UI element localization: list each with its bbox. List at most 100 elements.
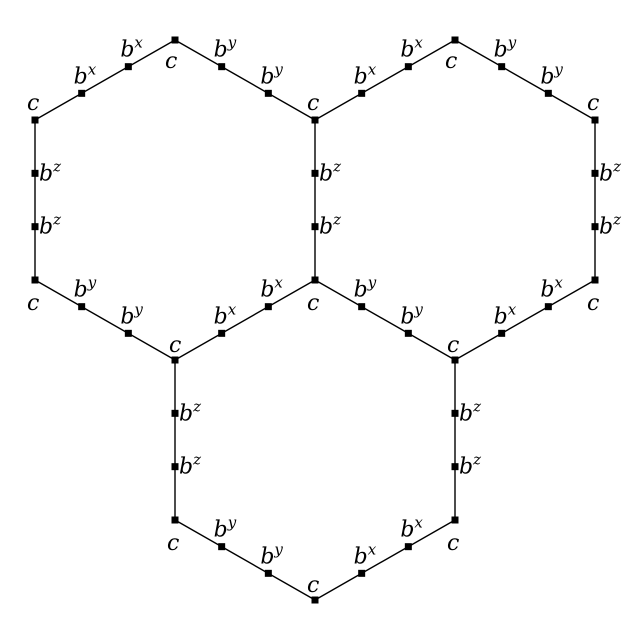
- bond-y-label: by: [260, 60, 283, 89]
- vertex-node: [311, 116, 319, 124]
- bond-z-node: [591, 223, 599, 231]
- bond-x-label: bx: [214, 300, 237, 329]
- bond-z-node: [591, 169, 599, 177]
- bond-y-node: [498, 63, 506, 71]
- bond-x-label: bx: [494, 300, 517, 329]
- bond-z-node: [451, 463, 459, 471]
- bond-y-label: by: [120, 300, 143, 329]
- bond-z-node: [311, 169, 319, 177]
- bond-x-node: [78, 89, 86, 97]
- vertex-node: [311, 596, 319, 604]
- bond-z-node: [311, 223, 319, 231]
- bond-z-node: [171, 463, 179, 471]
- bond-y-node: [78, 303, 86, 311]
- bond-x-node: [404, 543, 412, 551]
- bond-z-label: bz: [459, 451, 481, 480]
- bond-y-node: [124, 329, 132, 337]
- bond-x-node: [358, 89, 366, 97]
- bond-y-node: [218, 543, 226, 551]
- vertex-label: c: [167, 531, 179, 556]
- bond-y-label: by: [74, 274, 97, 303]
- vertex-node: [171, 36, 179, 44]
- vertex-node: [591, 276, 599, 284]
- bond-z-node: [171, 409, 179, 417]
- bond-x-edge: [314, 39, 456, 121]
- bond-z-label: bz: [39, 211, 61, 240]
- vertex-node: [171, 356, 179, 364]
- bond-z-label: bz: [599, 211, 621, 240]
- vertex-label: c: [27, 91, 39, 116]
- bond-x-node: [404, 63, 412, 71]
- bond-x-label: bx: [354, 60, 377, 89]
- bond-z-node: [31, 169, 39, 177]
- bond-x-node: [544, 303, 552, 311]
- vertex-node: [451, 356, 459, 364]
- vertex-node: [31, 116, 39, 124]
- vertex-node: [451, 36, 459, 44]
- vertex-label: c: [169, 333, 181, 358]
- lattice-nodes: [31, 36, 599, 604]
- bond-z-label: bz: [319, 211, 341, 240]
- vertex-node: [451, 516, 459, 524]
- vertex-label: c: [307, 291, 319, 316]
- bond-y-node: [404, 329, 412, 337]
- bond-y-label: by: [400, 300, 423, 329]
- vertex-label: c: [447, 531, 459, 556]
- bond-y-edge: [314, 279, 456, 361]
- bond-x-label: bx: [260, 274, 283, 303]
- bond-x-edge: [454, 279, 596, 361]
- vertex-label: c: [27, 291, 39, 316]
- bond-z-label: bz: [179, 397, 201, 426]
- bond-x-node: [498, 329, 506, 337]
- bond-z-label: bz: [39, 157, 61, 186]
- bond-y-edge: [174, 519, 316, 601]
- vertex-label: c: [447, 333, 459, 358]
- bond-y-edge: [174, 39, 316, 121]
- bond-y-node: [544, 89, 552, 97]
- vertex-label: c: [445, 49, 457, 74]
- bond-y-edge: [454, 39, 596, 121]
- bond-z-label: bz: [599, 157, 621, 186]
- bond-x-edge: [314, 519, 456, 601]
- bond-z-node: [31, 223, 39, 231]
- bond-y-edge: [34, 279, 176, 361]
- bond-x-node: [358, 569, 366, 577]
- bond-x-node: [218, 329, 226, 337]
- bond-y-label: by: [354, 274, 377, 303]
- bond-x-label: bx: [74, 60, 97, 89]
- bond-z-label: bz: [179, 451, 201, 480]
- bond-y-label: by: [540, 60, 563, 89]
- bond-z-label: bz: [319, 157, 341, 186]
- bond-y-node: [264, 569, 272, 577]
- bond-y-label: by: [494, 34, 517, 63]
- bond-x-node: [124, 63, 132, 71]
- vertex-label: c: [587, 91, 599, 116]
- vertex-node: [311, 276, 319, 284]
- vertex-node: [31, 276, 39, 284]
- vertex-label: c: [165, 49, 177, 74]
- bond-x-label: bx: [400, 34, 423, 63]
- bond-z-label: bz: [459, 397, 481, 426]
- bond-x-edge: [34, 39, 176, 121]
- bond-y-label: by: [214, 514, 237, 543]
- bond-x-label: bx: [354, 540, 377, 569]
- vertex-node: [591, 116, 599, 124]
- bond-x-label: bx: [540, 274, 563, 303]
- bond-y-node: [218, 63, 226, 71]
- bond-x-edge: [174, 279, 316, 361]
- bond-y-label: by: [260, 540, 283, 569]
- lattice-edges: [34, 39, 596, 601]
- bond-y-node: [358, 303, 366, 311]
- vertex-label: c: [307, 91, 319, 116]
- vertex-label: c: [307, 573, 319, 598]
- bond-x-label: bx: [400, 514, 423, 543]
- vertex-node: [171, 516, 179, 524]
- bond-z-node: [451, 409, 459, 417]
- vertex-label: c: [587, 291, 599, 316]
- bond-y-node: [264, 89, 272, 97]
- bond-y-label: by: [214, 34, 237, 63]
- bond-x-node: [264, 303, 272, 311]
- bond-x-label: bx: [120, 34, 143, 63]
